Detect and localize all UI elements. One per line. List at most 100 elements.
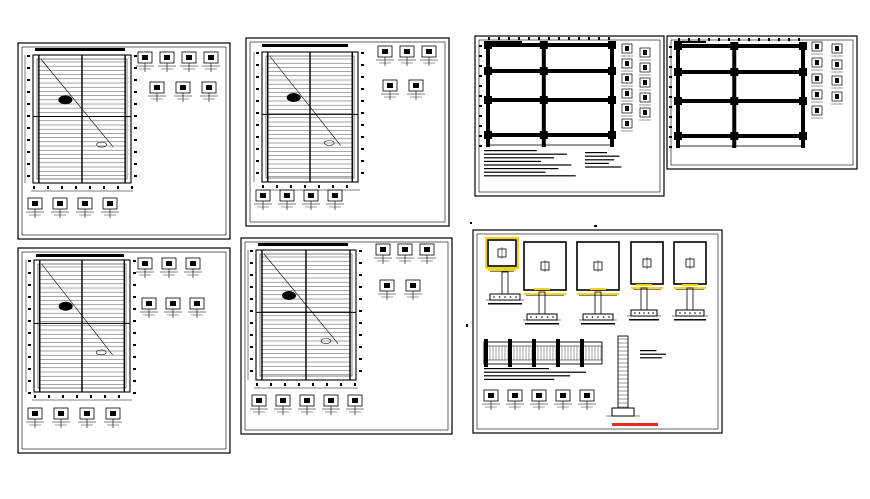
dimension-tick bbox=[76, 395, 78, 398]
detail-fill bbox=[166, 261, 172, 266]
detail bbox=[554, 389, 572, 410]
detail-box bbox=[639, 107, 651, 118]
dimension-tick bbox=[250, 370, 253, 372]
column-mark bbox=[580, 339, 584, 367]
grid-tick bbox=[669, 46, 672, 48]
footing-label-highlight bbox=[577, 293, 619, 295]
detail-fill bbox=[32, 201, 38, 206]
dimension-tick bbox=[256, 52, 259, 54]
framing-plan bbox=[253, 51, 364, 191]
dimension-tick bbox=[27, 103, 30, 105]
pier bbox=[674, 97, 682, 105]
dimension-tick bbox=[359, 298, 362, 300]
grid-tick bbox=[479, 105, 482, 107]
pier bbox=[674, 68, 682, 76]
detail-fill bbox=[625, 76, 629, 81]
note-line bbox=[585, 162, 609, 164]
grid-tick bbox=[608, 37, 610, 40]
detail bbox=[51, 197, 69, 218]
detail bbox=[184, 257, 202, 278]
column-elevation bbox=[606, 335, 640, 417]
note-line bbox=[484, 368, 549, 370]
detail-fill bbox=[625, 91, 629, 96]
dimension-tick bbox=[361, 136, 364, 138]
detail bbox=[378, 279, 396, 300]
detail-fill bbox=[426, 49, 432, 54]
grid-tick bbox=[748, 38, 750, 41]
detail-fill bbox=[380, 247, 386, 252]
sheet-outer-border bbox=[472, 229, 723, 434]
detail-fill bbox=[835, 62, 839, 67]
rebar-dot bbox=[602, 316, 605, 318]
detail-fill bbox=[835, 78, 839, 83]
detail-fill bbox=[625, 106, 629, 111]
grid-tick bbox=[708, 38, 710, 41]
detail-fill bbox=[815, 76, 819, 81]
note-line bbox=[484, 375, 571, 377]
grid-tick bbox=[578, 37, 580, 40]
grid-tick bbox=[548, 37, 550, 40]
dimension-tick bbox=[28, 296, 31, 298]
sheet-inner-border bbox=[476, 233, 719, 430]
dimension-tick bbox=[361, 64, 364, 66]
detail-fill bbox=[164, 55, 170, 60]
rebar-dot bbox=[699, 312, 701, 314]
pier bbox=[799, 68, 807, 76]
detail-fill bbox=[488, 393, 494, 398]
detail bbox=[136, 51, 154, 72]
rebar-dot bbox=[597, 316, 599, 318]
detail-fill bbox=[58, 411, 64, 416]
dimension-tick bbox=[361, 124, 364, 126]
dimension-tick bbox=[133, 284, 136, 286]
section-marker bbox=[682, 284, 698, 286]
detail-fill bbox=[643, 50, 647, 55]
pier bbox=[608, 131, 616, 139]
grade-beam-vertical bbox=[541, 43, 546, 147]
stray-mark bbox=[466, 324, 468, 327]
detail-fill bbox=[170, 301, 176, 306]
grid-tick bbox=[479, 95, 482, 97]
dimension-tick bbox=[284, 383, 286, 386]
plan-title-bar bbox=[674, 41, 706, 43]
detail-box bbox=[621, 43, 633, 54]
opening-hatch bbox=[58, 95, 73, 105]
rebar-dot bbox=[643, 312, 645, 314]
grid-tick bbox=[479, 55, 482, 57]
grid-tick bbox=[798, 38, 800, 41]
dimension-tick bbox=[28, 272, 31, 274]
detail-fill bbox=[190, 261, 196, 266]
detail bbox=[621, 88, 633, 102]
detail bbox=[76, 197, 94, 218]
grade-beam-horizontal bbox=[676, 70, 805, 74]
rebar-dot bbox=[509, 296, 512, 298]
pier bbox=[799, 42, 807, 50]
detail bbox=[831, 91, 843, 105]
detail-fill bbox=[308, 193, 314, 198]
detail bbox=[278, 189, 296, 210]
grid-tick bbox=[669, 146, 672, 148]
detail-row-right-1 bbox=[374, 243, 436, 264]
sheet-outer-border bbox=[17, 247, 231, 454]
framing-plan bbox=[247, 249, 362, 389]
detail bbox=[326, 189, 344, 210]
dimension-tick bbox=[90, 395, 92, 398]
detail-fill bbox=[206, 85, 212, 90]
dimension-tick bbox=[256, 64, 259, 66]
dimension-tick bbox=[131, 186, 133, 189]
detail bbox=[396, 243, 414, 264]
opening-hatch bbox=[282, 291, 296, 300]
note-line bbox=[640, 353, 666, 355]
dimension-tick bbox=[133, 272, 136, 274]
dimension-tick bbox=[134, 139, 137, 141]
note-line bbox=[484, 171, 546, 173]
dimension-tick bbox=[359, 322, 362, 324]
dimension-tick bbox=[361, 100, 364, 102]
dimension-tick bbox=[304, 185, 306, 188]
detail-box bbox=[621, 118, 633, 129]
rebar-dot bbox=[694, 312, 696, 314]
pedestal bbox=[501, 271, 509, 295]
grid-tick bbox=[518, 37, 520, 40]
dimension-tick bbox=[256, 172, 259, 174]
section-caption-line bbox=[488, 303, 522, 305]
dimension-tick bbox=[250, 358, 253, 360]
